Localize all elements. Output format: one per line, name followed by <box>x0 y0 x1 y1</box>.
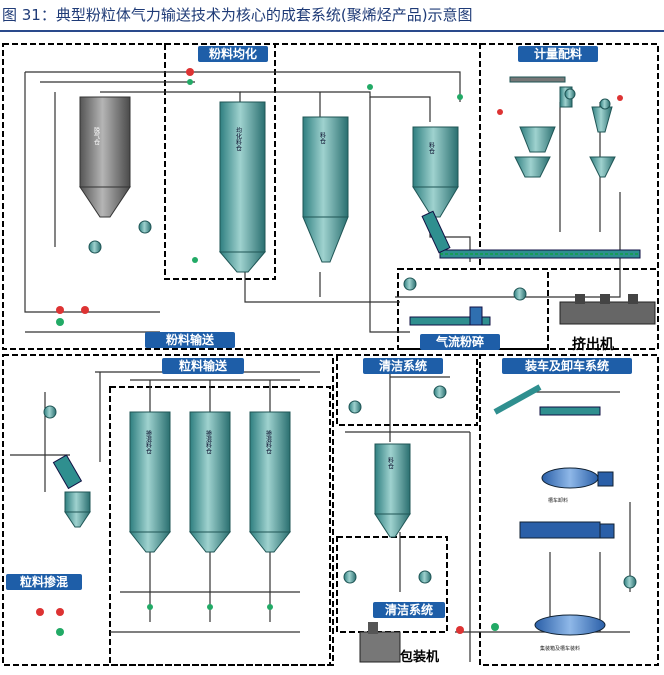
packaging-machine <box>359 622 401 663</box>
silo-a: 料仓 <box>302 116 349 263</box>
section-frames <box>2 43 659 666</box>
caption-rule <box>0 30 664 32</box>
caption-title: 图 31：典型粉粒体气力输送技术为核心的成套系统(聚烯烃产品)示意图 <box>2 6 473 24</box>
blend-hopper <box>52 454 91 528</box>
label-extruder: 挤出机 <box>572 337 614 353</box>
extruder <box>559 294 656 325</box>
loading-truck: 集装箱及槽车装料 <box>519 521 615 652</box>
process-diagram: 脱气仓 均化料仓 料仓 料仓 <box>0 32 664 671</box>
pellet-silo-3-label: 掺混料仓 <box>265 429 272 454</box>
label-pneumatic-grind: 气流粉碎 <box>420 334 500 350</box>
frame-loading <box>479 354 659 666</box>
clean-silo-label: 料仓 <box>387 456 394 469</box>
pellet-silo-2: 掺混料仓 <box>188 411 232 553</box>
metering-hoppers <box>509 76 616 178</box>
frame-clean1 <box>336 354 478 426</box>
frame-upper <box>2 43 659 350</box>
label-powder-convey: 粉料输送 <box>145 332 235 348</box>
truck1-label: 槽车卸料 <box>548 497 568 504</box>
label-cleaning-1: 清洁系统 <box>363 358 443 374</box>
small-devices <box>36 68 637 636</box>
pellet-silo-1: 掺混料仓 <box>128 411 172 553</box>
silo-b: 料仓 <box>412 126 459 218</box>
label-pellet-convey: 粒料输送 <box>162 358 244 374</box>
silo-a-label: 料仓 <box>319 131 326 144</box>
label-powder-homogenize: 粉料均化 <box>198 46 268 62</box>
label-cleaning-2: 清洁系统 <box>373 602 445 618</box>
clean-silo: 料仓 <box>374 443 411 538</box>
grinder <box>409 306 491 326</box>
label-packaging: 包装机 <box>400 650 440 665</box>
unloading-conveyor <box>493 384 601 416</box>
homogenize-silo-label: 均化料仓 <box>235 126 242 151</box>
label-metering: 计量配料 <box>518 46 598 62</box>
frame-metering <box>479 43 659 270</box>
pellet-silo-1-label: 掺混料仓 <box>145 429 152 454</box>
truck2-label: 集装箱及槽车装料 <box>540 645 580 652</box>
diagram-canvas: 脱气仓 均化料仓 料仓 料仓 <box>2 43 659 666</box>
frame-pellet-inner <box>109 386 331 666</box>
unloading-truck: 槽车卸料 <box>541 467 614 504</box>
label-pellet-blend: 粒料掺混 <box>6 574 82 590</box>
label-loading: 装车及卸车系统 <box>502 358 632 374</box>
screw-conveyor <box>421 210 641 259</box>
homogenize-silo: 均化料仓 <box>218 101 267 273</box>
pellet-silo-2-label: 掺混料仓 <box>205 429 212 454</box>
flash-tank: 脱气仓 <box>79 96 131 218</box>
pellet-silo-3: 掺混料仓 <box>248 411 292 553</box>
silo-b-label: 料仓 <box>428 141 435 154</box>
flash-tank-label: 脱气仓 <box>93 126 100 145</box>
frame-homogenize <box>164 43 276 280</box>
figure-caption: 图 31：典型粉粒体气力输送技术为核心的成套系统(聚烯烃产品)示意图 <box>0 0 664 32</box>
frame-grind <box>397 268 549 350</box>
